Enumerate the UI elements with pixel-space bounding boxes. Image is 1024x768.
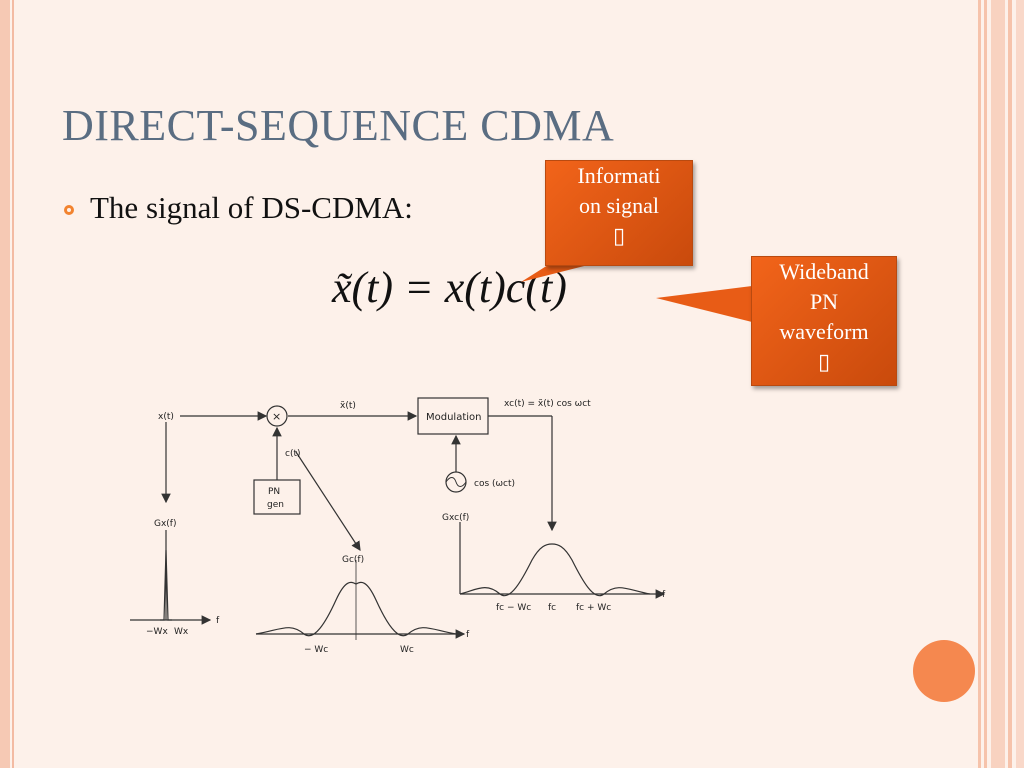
label-cos: cos (ωct)	[474, 479, 515, 489]
callout-1-line-3: ▯	[612, 223, 626, 248]
label-f-2: f	[466, 630, 470, 640]
label-fc-minus-Wc: fc − Wc	[496, 603, 531, 613]
bullet-text: The signal of DS-CDMA:	[90, 190, 413, 225]
callout-2-line-1: Wideband	[779, 259, 869, 284]
callout-wideband-pn-waveform: Wideband PN waveform ▯	[751, 256, 897, 386]
label-modulation: Modulation	[426, 412, 482, 423]
left-decor-stripe	[0, 0, 10, 768]
ds-cdma-block-diagram: x(t) × x̃(t) Modulation xc(t) = x̃(t) co…	[130, 397, 666, 655]
decor-orange-circle	[913, 640, 975, 702]
callout-1-line-2: on signal	[578, 193, 660, 218]
callout-2-pointer	[656, 286, 752, 322]
label-multiply: ×	[272, 410, 281, 423]
label-Wc: Wc	[400, 645, 414, 655]
callout-2-line-4: ▯	[817, 349, 831, 374]
slide-title: DIRECT-SEQUENCE CDMA	[62, 101, 615, 150]
callout-information-signal: Informati on signal ▯	[545, 160, 693, 266]
label-f-3: f	[662, 590, 666, 600]
left-decor-stripe-thin	[12, 0, 14, 768]
callout-2-line-2: PN	[809, 289, 839, 314]
label-gen: gen	[267, 500, 284, 510]
label-minus-Wx: −Wx	[146, 627, 168, 637]
label-Gx: Gx(f)	[154, 519, 177, 529]
label-fc: fc	[548, 603, 556, 613]
label-pn: PN	[268, 487, 280, 497]
label-Gc: Gc(f)	[342, 555, 364, 565]
label-c-t: c(t)	[285, 449, 301, 459]
callout-1-line-1: Informati	[577, 163, 661, 188]
bullet-item: The signal of DS-CDMA:	[64, 190, 413, 226]
label-xc-out: xc(t) = x̃(t) cos ωct	[504, 399, 591, 409]
label-f-1: f	[216, 616, 220, 626]
right-decor-stripes	[978, 0, 1024, 768]
label-Gxc: Gxc(f)	[442, 513, 469, 523]
label-minus-Wc: − Wc	[304, 645, 328, 655]
bullet-icon	[64, 205, 74, 215]
label-x-t: x(t)	[158, 412, 174, 422]
label-x-tilde: x̃(t)	[340, 401, 356, 411]
label-fc-plus-Wc: fc + Wc	[576, 603, 611, 613]
callout-2-line-3: waveform	[779, 319, 869, 344]
label-Wx: Wx	[174, 627, 189, 637]
equation: x̃(t) = x(t)c(t)	[332, 263, 567, 312]
